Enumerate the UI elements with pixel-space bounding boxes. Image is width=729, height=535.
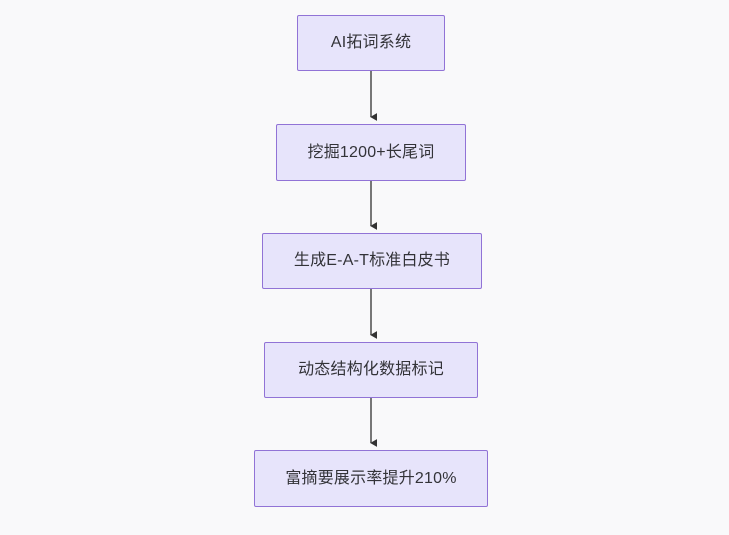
node-label: 挖掘1200+长尾词 bbox=[307, 143, 435, 161]
node-label: 富摘要展示率提升210% bbox=[285, 469, 457, 487]
node-label: AI拓词系统 bbox=[330, 34, 412, 51]
flowchart-node-rich-snippet-rate-increase[interactable]: 富摘要展示率提升210% bbox=[254, 450, 488, 507]
node-label: 动态结构化数据标记 bbox=[298, 361, 444, 378]
flowchart-node-generate-eat-whitepaper[interactable]: 生成E-A-T标准白皮书 bbox=[262, 233, 482, 289]
flowchart-node-mine-longtail-keywords[interactable]: 挖掘1200+长尾词 bbox=[276, 124, 466, 181]
node-label: 生成E-A-T标准白皮书 bbox=[293, 252, 451, 269]
flowchart-node-dynamic-structured-data-markup[interactable]: 动态结构化数据标记 bbox=[264, 342, 478, 398]
flowchart-node-ai-keyword-system[interactable]: AI拓词系统 bbox=[297, 15, 445, 71]
